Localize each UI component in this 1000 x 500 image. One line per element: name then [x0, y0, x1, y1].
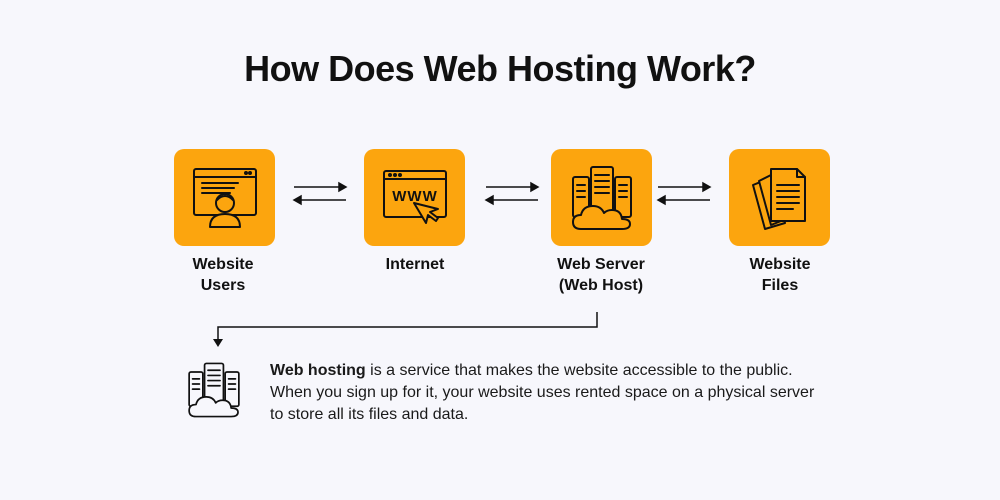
description-rest: is a service that makes the website acce…	[270, 362, 815, 423]
website-window-user-icon	[192, 167, 257, 228]
internet-box: WWW	[364, 149, 465, 246]
page-title: How Does Web Hosting Work?	[244, 48, 756, 89]
description-bold: Web hosting	[270, 362, 366, 379]
server-cloud-icon	[188, 362, 240, 418]
web-server-box	[551, 149, 652, 246]
bidirectional-arrow-icon	[656, 181, 712, 206]
bidirectional-arrow-icon	[292, 181, 348, 206]
web-server-label: Web Server(Web Host)	[557, 256, 645, 294]
server-cloud-icon	[571, 165, 632, 230]
website-files-box	[729, 149, 830, 246]
document-files-icon	[751, 167, 806, 230]
website-users-box	[174, 149, 275, 246]
www-browser-cursor-icon: WWW	[382, 169, 447, 224]
bidirectional-arrow-icon	[484, 181, 540, 206]
svg-text:WWW: WWW	[392, 188, 437, 205]
description-text: Web hosting is a service that makes the …	[270, 360, 830, 426]
internet-label: Internet	[385, 256, 445, 273]
